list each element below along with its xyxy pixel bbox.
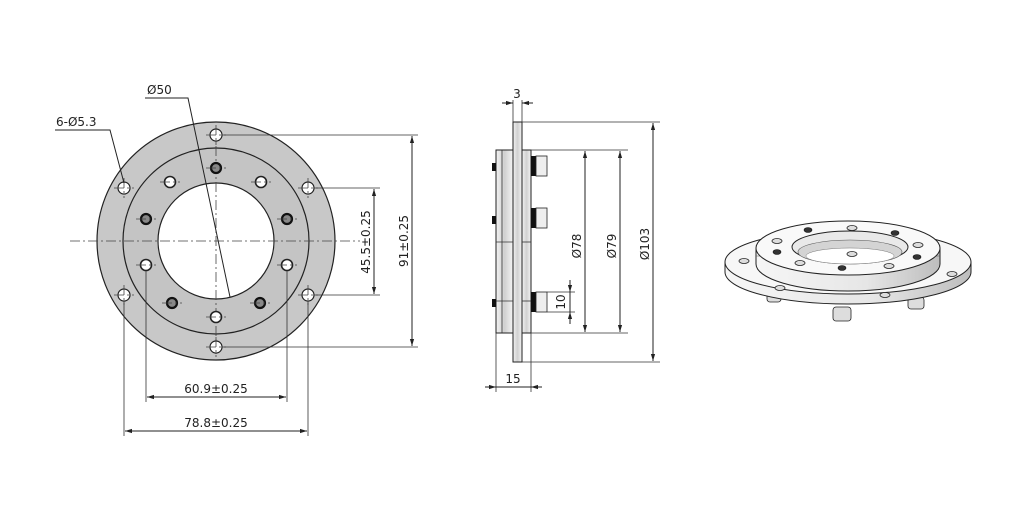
outer-width-label: 78.8±0.25	[184, 416, 248, 430]
holes-leader	[55, 129, 125, 184]
right-ring	[521, 149, 532, 334]
total-thickness-label: 15	[505, 372, 520, 386]
holes-callout-label: 6-Ø5.3	[56, 115, 97, 129]
d78-label: Ø78	[570, 234, 584, 259]
inner-width-label: 60.9±0.25	[184, 382, 248, 396]
plate-thickness-label: 3	[513, 87, 521, 101]
side-view: 3 15 10 Ø78 Ø79 Ø103	[485, 87, 660, 392]
isometric-view	[724, 220, 972, 322]
front-view: 6-Ø5.3 Ø50 45.5±0.25 91±0.25 60.9±0.25 7…	[55, 83, 418, 436]
bolt-length-label: 10	[554, 294, 568, 309]
d79-label: Ø79	[605, 234, 619, 259]
left-ring	[495, 149, 514, 334]
d103-label: Ø103	[638, 228, 652, 260]
bolt-heads	[492, 155, 548, 313]
outer-pcd-height-label: 91±0.25	[397, 215, 411, 267]
bore-leader	[145, 97, 231, 298]
main-plate	[512, 121, 523, 363]
inner-pcd-height-label: 45.5±0.25	[359, 210, 373, 274]
bore-diameter-label: Ø50	[147, 83, 172, 97]
